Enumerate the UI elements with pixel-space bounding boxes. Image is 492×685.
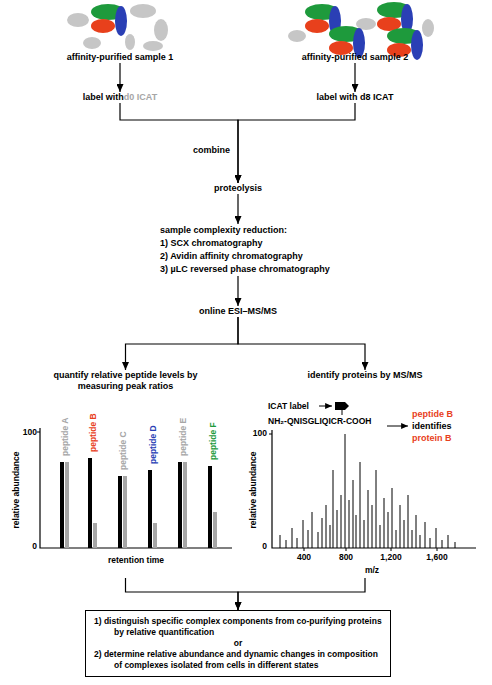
co-purifying-proteins xyxy=(67,4,168,51)
flow-arrow xyxy=(238,317,365,370)
icat-tag-symbol xyxy=(335,402,349,410)
process-step: online ESI–MS/MS xyxy=(168,306,308,317)
node-text: identify proteins by MS/MS xyxy=(250,370,480,381)
result-box: 1) distinguish specific complex componen… xyxy=(85,610,391,677)
sample-label: affinity-purified sample 2 xyxy=(275,0,435,63)
sample-label: affinity-purified sample 1 xyxy=(40,0,200,63)
protein-oval xyxy=(130,4,156,18)
protein-complex xyxy=(91,4,127,36)
protein-oval xyxy=(67,13,89,27)
axis-tick xyxy=(37,432,40,433)
node-text: proteolysis xyxy=(188,183,288,194)
tag-link xyxy=(342,410,343,415)
chart-axes xyxy=(272,430,476,548)
complex-blue xyxy=(115,6,127,36)
process-step: label withd0 ICAT xyxy=(40,92,200,103)
process-step: label with d8 ICAT xyxy=(275,92,435,103)
protein-oval xyxy=(288,30,306,42)
pointer-arrow xyxy=(319,406,332,407)
flow-arrow xyxy=(354,63,355,92)
complex-red xyxy=(91,19,115,33)
heavy-peak-bars xyxy=(62,458,210,548)
node-text: 2) determine relative abundance and dyna… xyxy=(94,649,382,671)
flow-arrow xyxy=(120,103,238,183)
axis-title: relative abundance xyxy=(248,451,258,528)
flow-arrow xyxy=(238,578,365,610)
protein-oval xyxy=(422,19,434,37)
axis-title: retention time xyxy=(108,555,164,565)
node-text: 1) SCX chromatography xyxy=(160,237,390,250)
step-note: combine xyxy=(193,145,230,155)
peptide-label: peptide F xyxy=(208,422,218,460)
node-text: 3) µLC reversed phase chromatography xyxy=(160,263,390,276)
callout-text: ICAT label xyxy=(268,401,309,411)
axis-tick-label: 1,600 xyxy=(426,552,447,562)
peptide-label: peptide B xyxy=(88,413,98,452)
flow-arrow xyxy=(238,103,355,183)
pointer-arrow xyxy=(387,426,408,427)
peptide-label: peptide A xyxy=(60,418,70,456)
flow-arrow xyxy=(237,276,238,306)
axis-title: m/z xyxy=(365,565,379,575)
process-step: sample complexity reduction:1) SCX chrom… xyxy=(160,224,390,276)
node-text: or xyxy=(94,638,382,649)
light-peak-bars xyxy=(67,462,215,548)
complex-blue xyxy=(411,30,423,60)
node-text: label with d8 ICAT xyxy=(275,92,435,103)
node-text: label with xyxy=(83,92,124,102)
node-text: 1) distinguish specific complex componen… xyxy=(94,616,382,638)
protein-oval xyxy=(143,41,163,51)
process-step: proteolysis xyxy=(188,183,288,194)
peptide-name: peptide B xyxy=(412,409,453,419)
axis-tick-label: 400 xyxy=(297,552,311,562)
peptide-label: peptide C xyxy=(118,431,128,470)
protein-oval xyxy=(83,37,101,49)
peptide-sequence: NH₂-QNISGLIQICR-COOH xyxy=(268,416,371,426)
flow-arrow xyxy=(126,578,239,610)
callout-text: identifies xyxy=(412,421,452,431)
axis-tick-label: 800 xyxy=(339,552,353,562)
node-text: d0 ICAT xyxy=(124,92,157,102)
complex-red xyxy=(305,19,329,33)
axis-tick-label: 0 xyxy=(262,541,267,551)
analysis-panel: quantify relative peptide levels by meas… xyxy=(8,370,243,578)
axis-tick-label: 0 xyxy=(32,541,37,551)
axis-tick-label: 1,200 xyxy=(380,552,401,562)
protein-oval xyxy=(125,34,135,50)
node-text: online ESI–MS/MS xyxy=(168,306,308,317)
protein-oval xyxy=(154,19,168,41)
axis-tick-label: 100 xyxy=(253,428,267,438)
node-text: affinity-purified sample 1 xyxy=(40,52,200,63)
protein-name: protein B xyxy=(412,433,452,443)
ms-ms-spectrum xyxy=(280,434,455,548)
peptide-label: peptide D xyxy=(148,425,158,464)
flow-arrow xyxy=(119,63,120,92)
peptide-label: peptide E xyxy=(178,418,188,456)
node-text: sample complexity reduction: xyxy=(160,224,390,237)
node-text: quantify relative peptide levels by meas… xyxy=(31,370,221,392)
flow-arrow xyxy=(126,317,239,370)
flow-arrow xyxy=(237,194,238,224)
axis-tick-label: 100 xyxy=(23,427,37,437)
axis-title: relative abundance xyxy=(11,451,21,528)
node-text: affinity-purified sample 2 xyxy=(275,52,435,63)
node-text: 2) Avidin affinity chromatography xyxy=(160,250,390,263)
